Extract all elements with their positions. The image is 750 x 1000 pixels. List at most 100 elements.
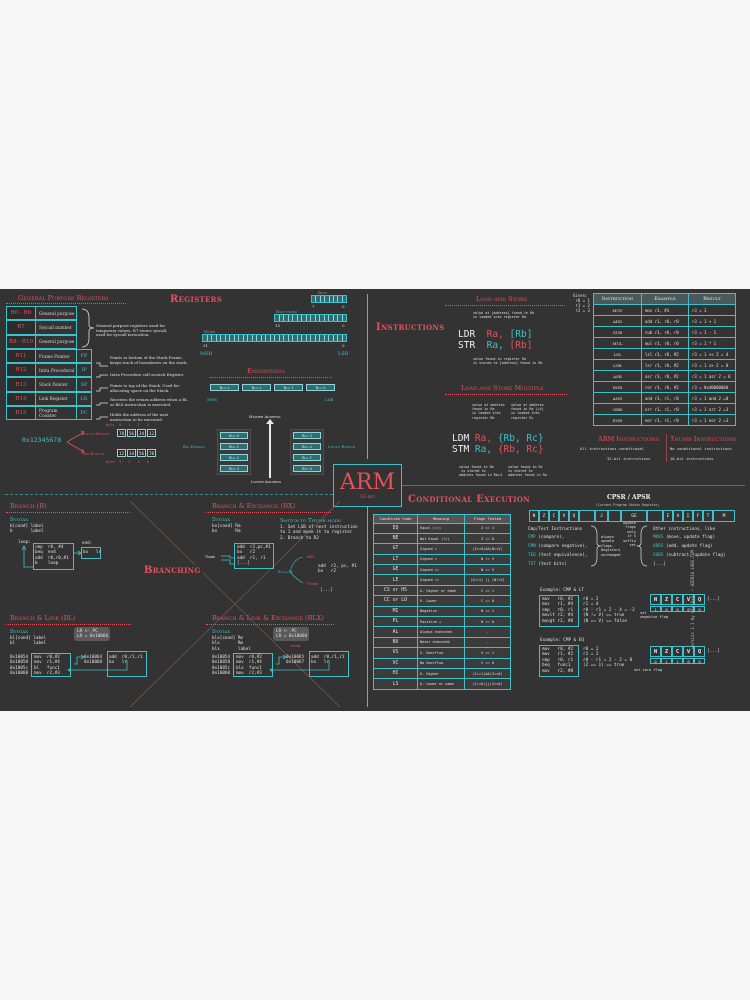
- bx-code-box: [234, 543, 274, 569]
- blx-func-addresses: 0x10065 0x10067: [286, 655, 305, 666]
- reg-name: R0 - R6: [6, 306, 36, 321]
- thumb-tag: thumb: [290, 644, 301, 648]
- byte-cell: Byte 1: [293, 454, 321, 461]
- lr-bubble: [273, 627, 309, 641]
- loop-arrow-icon: [21, 545, 82, 568]
- instructions-title: Instructions: [376, 322, 445, 333]
- blx-func-box: [309, 651, 349, 677]
- thumb-feature: No conditional instructions: [670, 446, 732, 451]
- lsb-label: LSB: [325, 397, 334, 402]
- loop-code: cmp r0, #4 beq end add r0,r0,#1 b loop: [35, 545, 69, 567]
- arrow-up-icon: [266, 419, 274, 424]
- byte-cell: Byte 3: [293, 432, 321, 439]
- reg-alias: PC: [77, 406, 92, 421]
- thumb-code: [...]: [320, 588, 333, 593]
- address-arrow: [269, 423, 271, 478]
- divider: [6, 512, 130, 513]
- arm-feature: 32-bit instructions: [607, 456, 651, 461]
- byte-cell: Byte 1: [274, 384, 303, 391]
- lr-bubble-text: LR <- PC LR = 0x10060: [276, 629, 308, 640]
- syntax-label: Syntax: [212, 517, 231, 523]
- branch-link-exchange-title: Branch & Link & Exchange (BLX): [212, 614, 324, 622]
- reg-name: R8 - R10: [6, 334, 36, 349]
- reg-desc: General purpose: [36, 334, 77, 349]
- more-flags: [...]: [707, 597, 720, 602]
- blx-main-box: [233, 653, 273, 677]
- col-header: Example: [641, 293, 689, 305]
- other-item: SUBS (subtract, update flag): [653, 553, 726, 558]
- branch-link-title: Branch & Link (BL): [10, 614, 76, 622]
- divider: [6, 624, 131, 625]
- reg-desc: General purpose: [36, 306, 77, 321]
- x-cross-lines: [129, 500, 341, 708]
- cpsr-title: CPSR / APSR: [607, 494, 651, 501]
- bit-index: 0: [342, 304, 345, 309]
- example-2-note: set zero flag: [634, 668, 663, 672]
- always-update-note: always update flags. Registers unchanged: [601, 535, 621, 557]
- reg-name: R15: [6, 406, 36, 421]
- bl-main-code: mov r0,#2 mov r1,#4 bl func1 mov r2,#3: [34, 655, 60, 677]
- other-instructions-title: Other instructions, like: [653, 527, 716, 532]
- msb-label: MSB: [200, 351, 213, 357]
- syntax-label: Syntax: [212, 629, 231, 635]
- lower-address-label: Lower Address: [251, 479, 282, 484]
- conditional-execution-title: Conditional Execution: [408, 494, 530, 505]
- stm-note-right: value found in Rc is stored to address f…: [508, 465, 547, 478]
- pc-desc: Holds the address of the next instructio…: [110, 412, 169, 422]
- syntax-label: Syntax: [10, 517, 29, 523]
- col-header: Condition Code: [373, 514, 418, 524]
- arm-subtitle: 32-bit: [359, 493, 376, 500]
- bl-func-code: add r0,r1,r1 bx lr: [109, 655, 143, 666]
- load-store-title: Load and Store: [476, 295, 528, 303]
- blx-addresses: 0x10054 0x10058 0x1005c 0x10060: [212, 655, 231, 677]
- divider: [5, 494, 333, 495]
- byte-indices: 3 2 1 0: [119, 460, 149, 464]
- col-header: Meaning: [417, 514, 465, 524]
- ldm-note-left: value at address found in Ra is loaded i…: [472, 403, 505, 420]
- cmp-item: TEQ (test equivalence),: [528, 553, 588, 558]
- reg-desc: Intra Procedural: [36, 363, 77, 378]
- divider: [6, 303, 126, 304]
- stm-line: STM Ra, {Rb, Rc}: [452, 444, 544, 455]
- msb-label: MSB: [207, 397, 217, 402]
- syntax-label: Syntax: [10, 629, 29, 635]
- byte-cell: Byte 3: [210, 384, 239, 391]
- arm-title-box: ARM 32-bit: [333, 464, 402, 507]
- divider: [367, 294, 368, 459]
- reg-alias: FP: [77, 348, 92, 364]
- ldm-line: LDM Ra, {Rb, Rc}: [452, 433, 544, 444]
- cmp-item: CMP (compare),: [528, 535, 565, 540]
- example-1-code-box: [539, 595, 579, 627]
- bx-code: add r2,pc,#1 bx r2 add r1, r1 [...]: [237, 545, 271, 567]
- divider: [445, 305, 565, 306]
- gp-registers-title: General Purpose Registers: [18, 294, 109, 302]
- cmp-test-title: Cmp/Test Instructions: [528, 527, 583, 532]
- bl-func-addresses: 0x10064 0x10068: [84, 655, 103, 666]
- given-values: Given: r0 = 1 r1 = 2 r2 = 3: [573, 293, 590, 313]
- arm-cheatsheet-poster: General Purpose Registers Registers R0 -…: [0, 289, 750, 711]
- blx-syntax-code: blx[cond] Rm blx Rm blx label: [212, 636, 251, 652]
- fp-desc: Points to bottom of the Stack Frame, kee…: [110, 355, 188, 365]
- divider: [206, 512, 331, 513]
- byte-cell: Byte 2: [220, 454, 248, 461]
- word-label: Word: [204, 329, 216, 334]
- split-arrows-icon: [66, 430, 85, 454]
